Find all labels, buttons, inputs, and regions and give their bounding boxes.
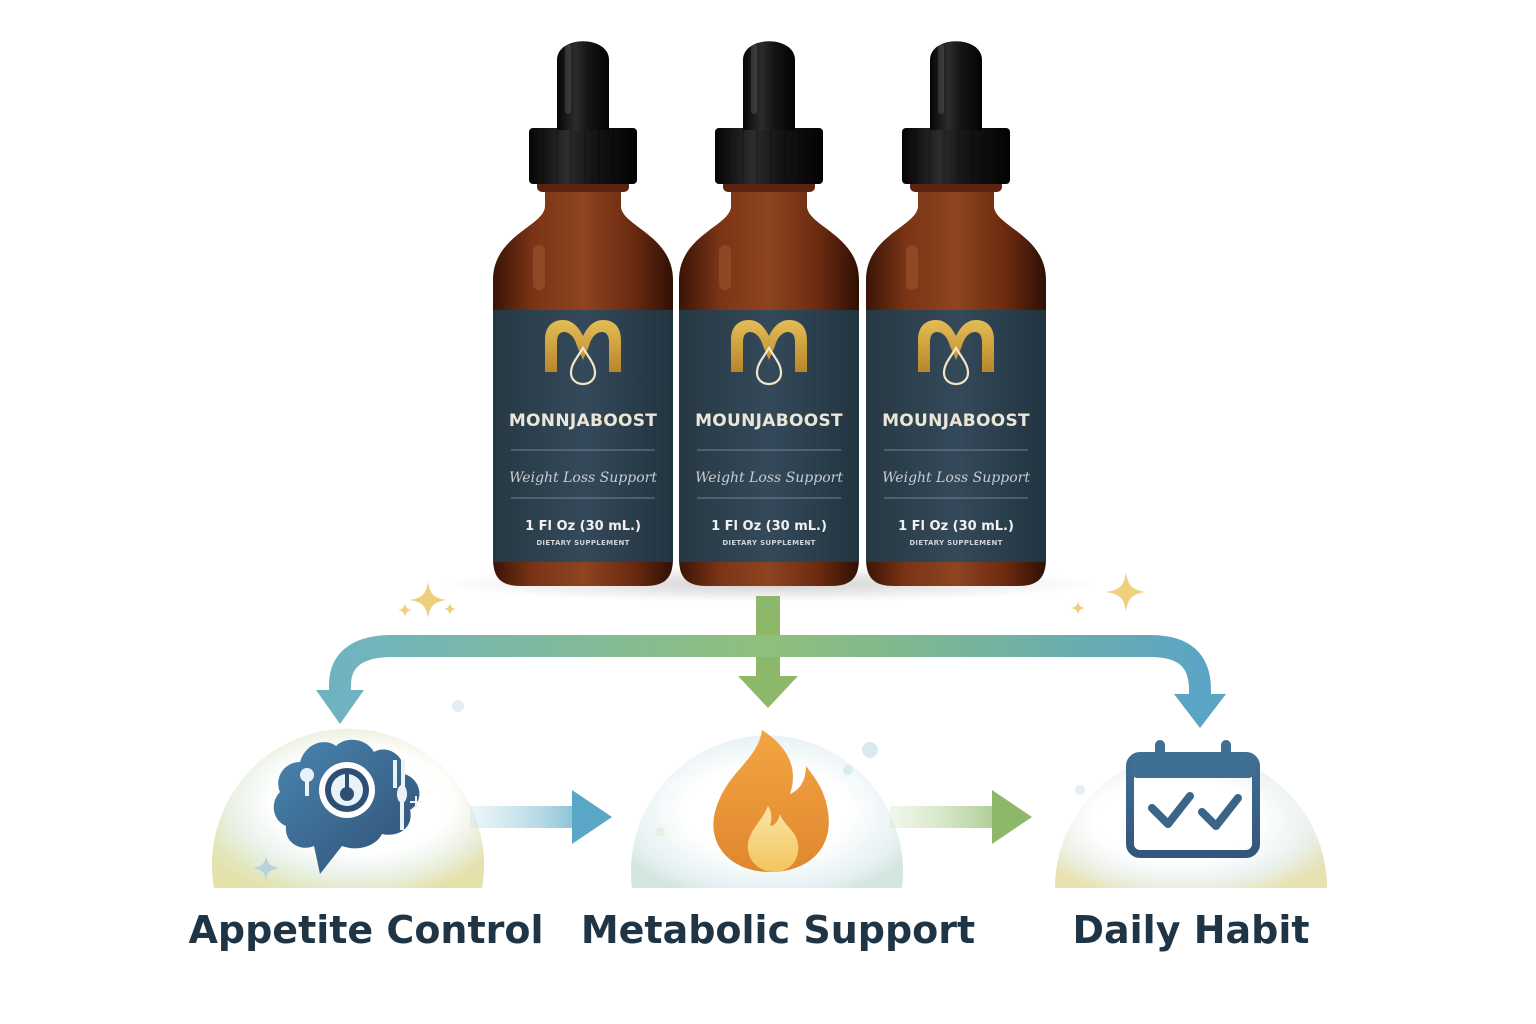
- bottle-supplement-type: DIETARY SUPPLEMENT: [536, 539, 629, 547]
- flame-icon: [713, 730, 829, 872]
- bottle-supplement-type: DIETARY SUPPLEMENT: [909, 539, 1002, 547]
- calendar-check-icon: [1126, 740, 1260, 858]
- sparkle-icon: [1071, 572, 1146, 615]
- bottle-volume: 1 Fl Oz (30 mL.): [525, 519, 641, 534]
- bottle-brand-name: MOUNJABOOST: [695, 411, 843, 431]
- bottle-tagline: Weight Loss Support: [509, 470, 657, 486]
- bottle-volume: 1 Fl Oz (30 mL.): [898, 519, 1014, 534]
- bottle-tagline: Weight Loss Support: [882, 470, 1030, 486]
- bottle-tagline: Weight Loss Support: [695, 470, 843, 486]
- distribution-arrows: [316, 596, 1226, 728]
- bottle-brand-name: MOUNJABOOST: [882, 411, 1030, 431]
- bottle-supplement-type: DIETARY SUPPLEMENT: [722, 539, 815, 547]
- bottle-brand-name: MONNJABOOST: [509, 411, 657, 431]
- sparkle-icon: [398, 582, 456, 618]
- benefit-label-metabolic: Metabolic Support: [580, 908, 976, 952]
- brain-fork-icon: [253, 739, 422, 881]
- arrow-right-icon: [470, 790, 612, 844]
- product-bottle-2: MOUNJABOOST Weight Loss Support 1 Fl Oz …: [677, 40, 861, 588]
- arrow-right-icon: [890, 790, 1032, 844]
- product-bottle-3: MOUNJABOOST Weight Loss Support 1 Fl Oz …: [864, 40, 1048, 588]
- benefit-label-appetite: Appetite Control: [188, 908, 544, 952]
- bottle-volume: 1 Fl Oz (30 mL.): [711, 519, 827, 534]
- benefit-label-daily: Daily Habit: [1072, 908, 1310, 952]
- product-bottle-1: MONNJABOOST Weight Loss Support 1 Fl Oz …: [491, 40, 675, 588]
